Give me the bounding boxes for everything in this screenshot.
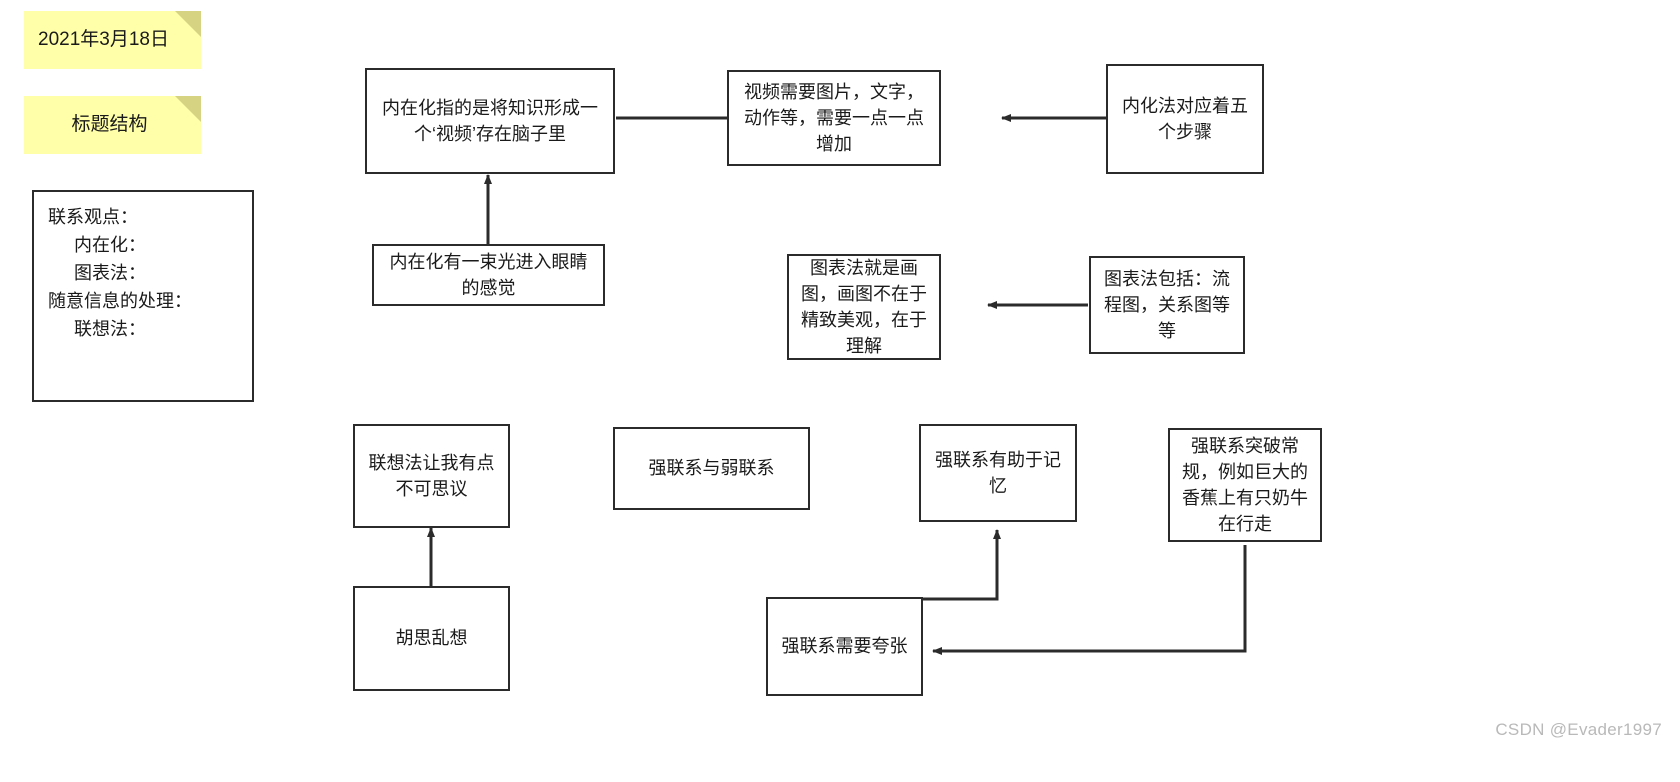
outline-panel: 联系观点： 内在化： 图表法： 随意信息的处理： 联想法： [32,190,254,402]
connector-exaggeration-to-memory [851,529,1001,601]
outline-line: 随意信息的处理： [48,290,192,311]
page-fold-icon [175,11,201,37]
sticky-note-title-label: 标题结构 [71,114,148,136]
node-five-steps[interactable]: 内化法对应着五个步骤 [1106,64,1264,174]
node-chart-method-definition[interactable]: 图表法就是画图，画图不在于精致美观，在于理解 [787,254,941,360]
sticky-note-title: 标题结构 [24,96,201,154]
outline-line: 联系观点： [48,207,138,227]
outline-line: 内在化： [74,234,146,255]
outline-line: 图表法： [74,262,146,283]
watermark: CSDN @Evader1997 [1495,720,1662,739]
node-strong-helps-memory[interactable]: 强联系有助于记忆 [919,424,1077,522]
node-strong-weak-links[interactable]: 强联系与弱联系 [613,427,810,510]
node-internalize-definition[interactable]: 内在化指的是将知识形成一个‘视频’存在脑子里 [365,68,615,174]
node-wild-thoughts[interactable]: 胡思乱想 [353,586,510,691]
outline-line: 联想法： [74,318,146,339]
sticky-note-date: 2021年3月18日 [24,11,201,69]
node-association-amazing[interactable]: 联想法让我有点不可思议 [353,424,510,528]
sticky-note-date-label: 2021年3月18日 [38,29,169,51]
connector-breaknorms-to-exaggeration [932,545,1247,655]
page-fold-icon [175,96,201,122]
node-chart-method-includes[interactable]: 图表法包括：流程图，关系图等等 [1089,256,1245,354]
node-video-needs[interactable]: 视频需要图片，文字，动作等，需要一点一点增加 [727,70,941,166]
node-beam-of-light[interactable]: 内在化有一束光进入眼睛的感觉 [372,244,605,306]
node-strong-needs-exaggeration[interactable]: 强联系需要夸张 [766,597,923,696]
node-strong-breaks-norms[interactable]: 强联系突破常规，例如巨大的香蕉上有只奶牛在行走 [1168,428,1322,542]
